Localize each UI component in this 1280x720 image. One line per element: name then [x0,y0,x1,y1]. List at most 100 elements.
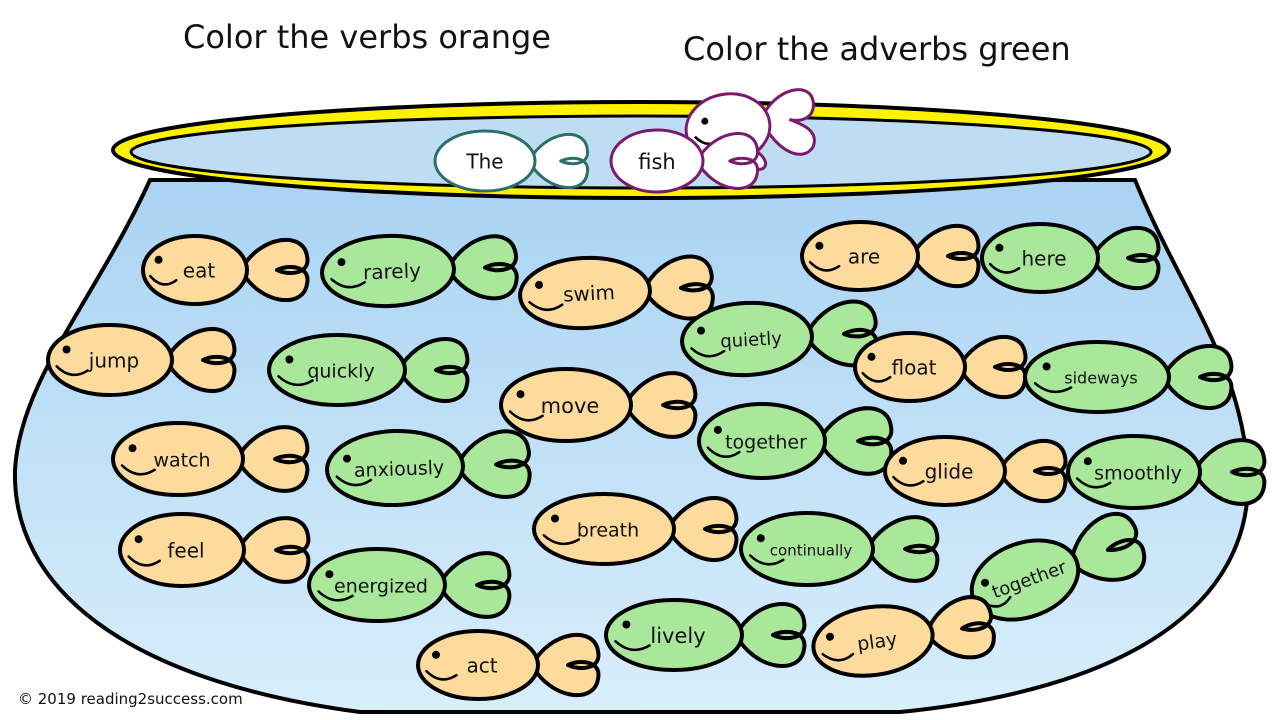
fish-word: anxiously [354,457,445,482]
fish-word: energized [334,576,428,598]
fish-adverb-lively[interactable]: lively [604,598,807,672]
fish-word: rarely [363,258,422,284]
fish-smile [330,278,366,289]
fish-verb-breath[interactable]: breath [532,492,739,566]
fish-verb-glide[interactable]: glide [883,435,1068,507]
fish-verb-play[interactable]: play [809,591,997,683]
fish-body [499,367,633,443]
fish-tail [695,132,759,190]
fish-tail [666,496,739,562]
fish-tail [454,429,532,499]
fish-tail [865,515,940,583]
title-verbs: Color the verbs orange [183,18,551,56]
fish-eye [62,345,71,354]
fish-tail [997,439,1068,503]
fish-body [1066,434,1202,510]
fish-body [325,428,465,508]
fish-smile [748,554,785,566]
fish-adverb-together[interactable]: together [697,402,894,480]
fish-verb-act[interactable]: act [416,629,601,701]
fish-eye [981,578,990,587]
fish-eye [825,632,834,641]
fish-eye [516,390,525,399]
fish-word: quietly [720,328,783,352]
fish-smile [508,410,544,422]
fish-tail [1192,438,1267,506]
fish-smile [861,371,892,383]
fish-verb-float[interactable]: float [853,331,1028,403]
fish-eye [535,280,544,289]
fish-eye [622,620,631,629]
fish-word: breath [577,520,639,542]
fish-eye [325,570,334,579]
fish-eye [285,355,294,364]
fish-tail [527,132,590,190]
fish-verb-watch[interactable]: watch [111,421,310,497]
fish-smile [335,475,373,487]
fish-word: together [725,432,807,454]
fish-eye [432,650,440,659]
fish-smile [821,652,855,662]
fish-adverb-here[interactable]: here [980,222,1161,294]
fish-verb-swim[interactable]: swim [518,251,715,331]
fish-smile [1075,477,1112,489]
fish-verb-are[interactable]: are [800,220,981,292]
fish-word: fish [638,150,675,174]
copyright-text: © 2019 reading2success.com [18,690,243,708]
fish-smile [149,274,178,286]
fish-tail [924,595,996,660]
fish-smile [317,590,354,602]
fish-tail [957,335,1028,399]
fish-body [46,323,174,397]
fish-adverb-anxiously[interactable]: anxiously [325,426,532,508]
fish-body [697,402,827,480]
sentence-fish-the[interactable]: The [433,129,590,193]
fish-word: sideways [1064,369,1137,388]
fish-adverb-energized[interactable]: energized [307,547,512,623]
fish-word: smoothly [1094,463,1182,485]
fish-smile [120,464,156,476]
fish-eye [867,352,876,361]
fish-body [518,255,652,331]
fish-tail [1161,344,1234,410]
title-adverbs: Color the adverbs green [683,30,1071,68]
fish-smile [706,446,741,458]
fish-word: float [892,356,937,380]
fish-adverb-quietly[interactable]: quietly [680,296,879,378]
fish-verb-jump[interactable]: jump [46,323,237,397]
fish-eye [1042,362,1051,371]
sentence-fish-fish[interactable]: fish [609,128,759,194]
fish-body [609,128,705,194]
fish-body [320,233,456,309]
fish-body [604,598,744,672]
fish-adverb-quickly[interactable]: quickly [267,333,470,407]
fish-verb-move[interactable]: move [499,367,698,443]
fish-tail [437,551,512,619]
fish-eye [343,454,352,463]
fish-body [416,629,540,701]
fish-body [532,492,676,566]
fish-smile [542,534,581,546]
fish-tail [759,88,816,156]
fish-body [433,129,537,193]
fish-adverb-together[interactable]: together [961,504,1152,634]
fish-eye [134,535,143,544]
fish-smile [277,375,314,387]
fish-adverb-smoothly[interactable]: smoothly [1066,434,1267,510]
fish-tail [397,337,470,403]
fish-eye [1083,457,1092,466]
fish-adverb-rarely[interactable]: rarely [320,232,519,309]
fish-tail [623,371,698,439]
fish-eye [551,514,559,523]
fish-body [883,435,1007,507]
fish-adverb-continually[interactable]: continually [739,511,940,587]
fish-adverb-sideways[interactable]: sideways [1023,340,1234,414]
fish-verb-eat[interactable]: eat [141,234,310,306]
fish-verb-feel[interactable]: feel [118,512,311,588]
fish-word: move [541,394,600,418]
fish-smile [528,300,564,312]
fish-word: quickly [307,361,374,383]
fish-eye [815,241,824,250]
